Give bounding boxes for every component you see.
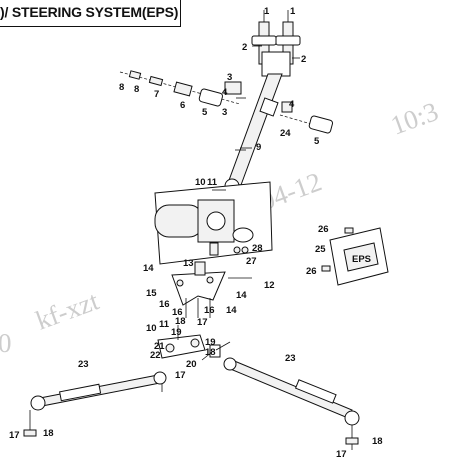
- callout-15: 15: [146, 288, 157, 299]
- callout-8a: 8: [119, 82, 124, 93]
- callout-labels: 1 1 2 2 3 3 4 4 5 5 6 7 8 8 9 10 11 12 1…: [9, 6, 383, 460]
- pitman-arm: [157, 334, 206, 359]
- clip-4: [281, 101, 293, 113]
- callout-9: 9: [256, 142, 261, 153]
- callout-27: 27: [246, 256, 257, 267]
- bracket-right: [209, 344, 221, 358]
- callout-2a: 2: [242, 42, 247, 53]
- upper-mount-bar: [119, 70, 334, 134]
- callout-20: 20: [186, 359, 197, 370]
- callout-10b: 10: [146, 323, 157, 334]
- callout-18a: 18: [175, 316, 186, 327]
- tie-rod-right-shaft: [227, 359, 353, 419]
- callout-24: 24: [280, 128, 291, 139]
- column-bushing: [259, 97, 279, 117]
- callout-17c: 17: [9, 430, 20, 441]
- shaft-head: [261, 51, 291, 77]
- callout-14c: 14: [226, 305, 237, 316]
- callout-14a: 14: [143, 263, 154, 274]
- callout-11a: 11: [207, 177, 218, 188]
- callout-8b: 8: [134, 84, 139, 95]
- callout-10a: 10: [195, 177, 206, 188]
- bracket-bolt: [194, 261, 206, 276]
- callout-23b: 23: [285, 353, 296, 364]
- callout-5b: 5: [314, 136, 320, 147]
- clamp-right: [275, 35, 301, 46]
- output-shaft: [209, 242, 219, 256]
- callout-14b: 14: [236, 290, 247, 301]
- callout-26b: 26: [306, 266, 317, 277]
- controller-panel: [343, 242, 379, 272]
- callout-4a: 4: [222, 87, 228, 98]
- tie-rod-right: [209, 344, 360, 450]
- callout-26a: 26: [318, 224, 329, 235]
- tie-rod-right-sleeve: [294, 379, 337, 404]
- callout-18c: 18: [43, 428, 54, 439]
- callout-12: 12: [264, 280, 275, 291]
- clamp-left: [251, 35, 277, 46]
- arm-bracket: [171, 271, 226, 306]
- watermark-time: 10:3: [387, 96, 442, 141]
- callout-22: 22: [150, 350, 161, 361]
- steering-shaft-top: [251, 10, 301, 77]
- callout-23a: 23: [78, 359, 89, 370]
- tie-rod-left-inner: [153, 371, 167, 385]
- callout-4b: 4: [289, 99, 295, 110]
- callout-18b: 18: [205, 347, 216, 358]
- callout-16c: 16: [204, 305, 215, 316]
- callout-1a: 1: [264, 6, 270, 17]
- o-ring-28: [232, 227, 254, 243]
- callout-6: 6: [180, 100, 185, 111]
- callout-21: 21: [154, 341, 165, 352]
- callout-19a: 19: [171, 327, 182, 338]
- callout-7: 7: [154, 89, 159, 100]
- bracket-5b: [308, 115, 334, 134]
- callout-17a: 17: [197, 317, 208, 328]
- eps-motor: [154, 204, 204, 238]
- callout-17d: 17: [336, 449, 347, 460]
- eps-badge: EPS: [352, 254, 371, 265]
- tie-rod-left-end: [30, 395, 46, 411]
- tie-rod-right-inner: [223, 357, 237, 371]
- callout-25: 25: [315, 244, 326, 255]
- tie-rod-left-sleeve: [59, 383, 102, 402]
- callout-11b: 11: [159, 319, 170, 330]
- bolt-8a: [128, 70, 142, 80]
- bushing-6: [173, 81, 193, 97]
- watermark-user: kf-xzt: [32, 285, 103, 335]
- title-box: )/ STEERING SYSTEM(EPS): [0, 0, 181, 27]
- leader-lines: [201, 45, 300, 361]
- lower-arm-bracket: [171, 261, 226, 318]
- callout-5a: 5: [202, 107, 208, 118]
- callout-19b: 19: [205, 337, 216, 348]
- callout-17b: 17: [175, 370, 186, 381]
- tie-rod-right-end: [344, 410, 360, 426]
- eps-motor-assembly: [154, 181, 273, 265]
- callout-3a: 3: [227, 72, 232, 83]
- bracket-5a: [198, 88, 224, 107]
- watermark-edge: 0: [0, 328, 12, 358]
- callout-3b: 3: [222, 107, 227, 118]
- callout-1b: 1: [290, 6, 296, 17]
- block-3: [224, 81, 242, 95]
- gearbox-port: [206, 211, 226, 231]
- callout-18d: 18: [372, 436, 383, 447]
- page-title: )/ STEERING SYSTEM(EPS): [0, 4, 179, 20]
- callout-13: 13: [183, 258, 194, 269]
- callout-2b: 2: [301, 54, 306, 65]
- callout-16b: 16: [172, 307, 183, 318]
- callout-16a: 16: [159, 299, 170, 310]
- steering-pitman: [157, 325, 206, 359]
- tie-rod-left: [23, 371, 167, 437]
- eps-controller: EPS: [321, 227, 389, 286]
- callout-28: 28: [252, 243, 263, 254]
- washer-7: [148, 75, 164, 87]
